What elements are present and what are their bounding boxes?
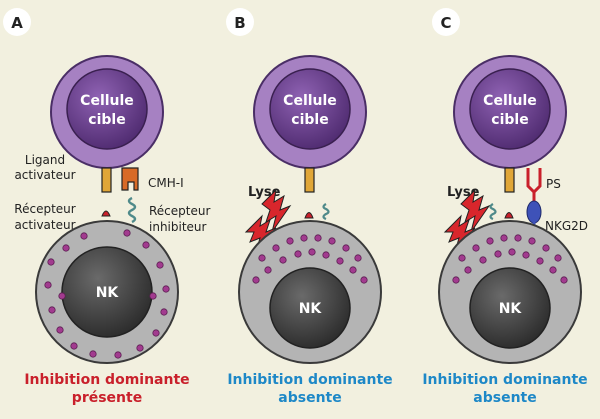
activating-ligand <box>304 167 315 193</box>
panel-letter: B <box>234 14 245 32</box>
annotation-ligand: activateur <box>14 168 75 182</box>
annotation-ligand: Ligand <box>25 153 65 167</box>
inhibitory-receptor <box>127 196 137 224</box>
panel-letter-badge <box>226 8 254 36</box>
panel-letter-badge <box>432 8 460 36</box>
annotation-activating-receptor: activateur <box>14 218 75 232</box>
granules <box>44 229 170 359</box>
panel-b: B Cellule cible Lyse NK Inhi <box>226 8 393 406</box>
caption: Inhibition dominante <box>24 372 189 388</box>
granules <box>252 234 368 284</box>
caption: Inhibition dominante <box>422 372 587 388</box>
annotation-inhibitory-receptor: inhibiteur <box>149 220 207 234</box>
lightning-bolt-icon <box>443 214 476 253</box>
annotation-activating-receptor: Récepteur <box>14 202 75 216</box>
nk-label: NK <box>499 301 523 317</box>
inhibitory-receptor <box>489 203 497 221</box>
nk-cell: NK <box>438 220 582 364</box>
caption: Inhibition dominante <box>227 372 392 388</box>
target-cell: Cellule cible <box>50 55 164 169</box>
ps-molecule <box>526 168 542 195</box>
annotation-ps: PS <box>546 177 561 191</box>
annotation-mhc: CMH-I <box>148 176 184 190</box>
annotation-nkg2d: NKG2D <box>545 219 588 233</box>
activating-receptor <box>304 212 314 219</box>
annotation-inhibitory-receptor: Récepteur <box>149 204 210 218</box>
nk-label: NK <box>96 285 120 301</box>
caption: présente <box>72 390 142 406</box>
inhibitory-receptor <box>322 203 330 221</box>
activating-ligand <box>101 167 112 193</box>
panel-letter: C <box>440 14 451 32</box>
activating-receptor <box>101 210 111 217</box>
nk-cell: NK <box>35 220 179 364</box>
granules <box>452 234 568 284</box>
nkg2d-receptor <box>526 200 542 224</box>
panel-c: C Cellule cible PS NKG2D Lyse NK <box>422 8 588 406</box>
target-cell: Cellule cible <box>253 55 367 169</box>
mhc-i-molecule <box>121 167 139 191</box>
target-cell-label: cible <box>291 112 328 128</box>
panel-letter-badge <box>3 8 31 36</box>
lightning-bolt-icon <box>460 188 491 233</box>
target-cell-label: Cellule <box>283 93 337 109</box>
target-cell-label: cible <box>88 112 125 128</box>
lightning-bolt-icon <box>244 214 277 253</box>
caption: absente <box>473 390 536 406</box>
panel-a: A Cellule cible NK <box>3 8 210 406</box>
target-cell-label: Cellule <box>483 93 537 109</box>
panel-letter: A <box>11 14 23 32</box>
nk-label: NK <box>299 301 323 317</box>
caption: absente <box>278 390 341 406</box>
activating-receptor <box>504 212 514 219</box>
activating-ligand <box>504 167 515 193</box>
target-cell-label: Cellule <box>80 93 134 109</box>
target-cell: Cellule cible <box>453 55 567 169</box>
nk-cell: NK <box>238 220 382 364</box>
lightning-bolt-icon <box>261 188 292 233</box>
target-cell-label: cible <box>491 112 528 128</box>
